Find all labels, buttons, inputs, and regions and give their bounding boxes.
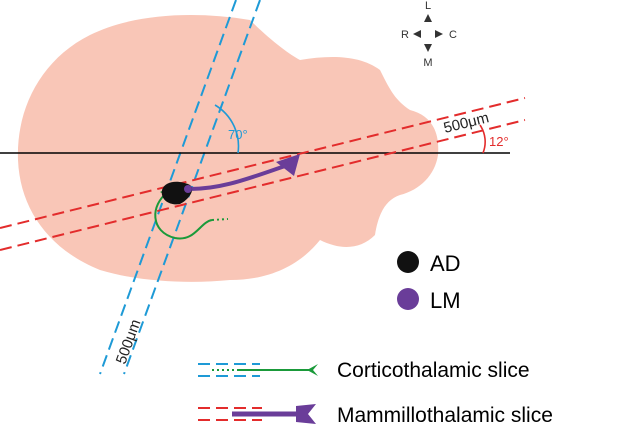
mammillo-angle-label: 12° [489, 134, 509, 149]
ad-legend-label: AD [430, 251, 461, 276]
compass-c-label: C [449, 29, 457, 41]
ad-lm-overlap [184, 185, 192, 193]
brain-outline [17, 15, 439, 282]
cortico-legend-label: Corticothalamic slice [337, 359, 530, 382]
cortico-axon [154, 191, 213, 240]
cortico-angle-arc [214, 104, 240, 154]
compass-r-label: R [401, 29, 409, 41]
mammillo-legend-label: Mammillothalamic slice [337, 404, 553, 427]
mammillo-angle-arc [479, 124, 486, 154]
lm-legend-dot [397, 288, 419, 310]
mammillo-legend-symbol [198, 404, 316, 424]
mammillo-slice-lines [0, 97, 526, 251]
lm-legend-label: LM [430, 288, 461, 313]
lm-axon [185, 164, 286, 192]
compass-l-label: L [425, 0, 431, 12]
orientation-compass: L R C M [401, 0, 457, 69]
compass-m-label: M [423, 57, 432, 69]
cortico-legend-symbol [198, 363, 318, 377]
lm-axon-head [276, 154, 300, 176]
cortico-angle-label: 70° [228, 127, 248, 142]
ad-legend-dot [397, 251, 419, 273]
